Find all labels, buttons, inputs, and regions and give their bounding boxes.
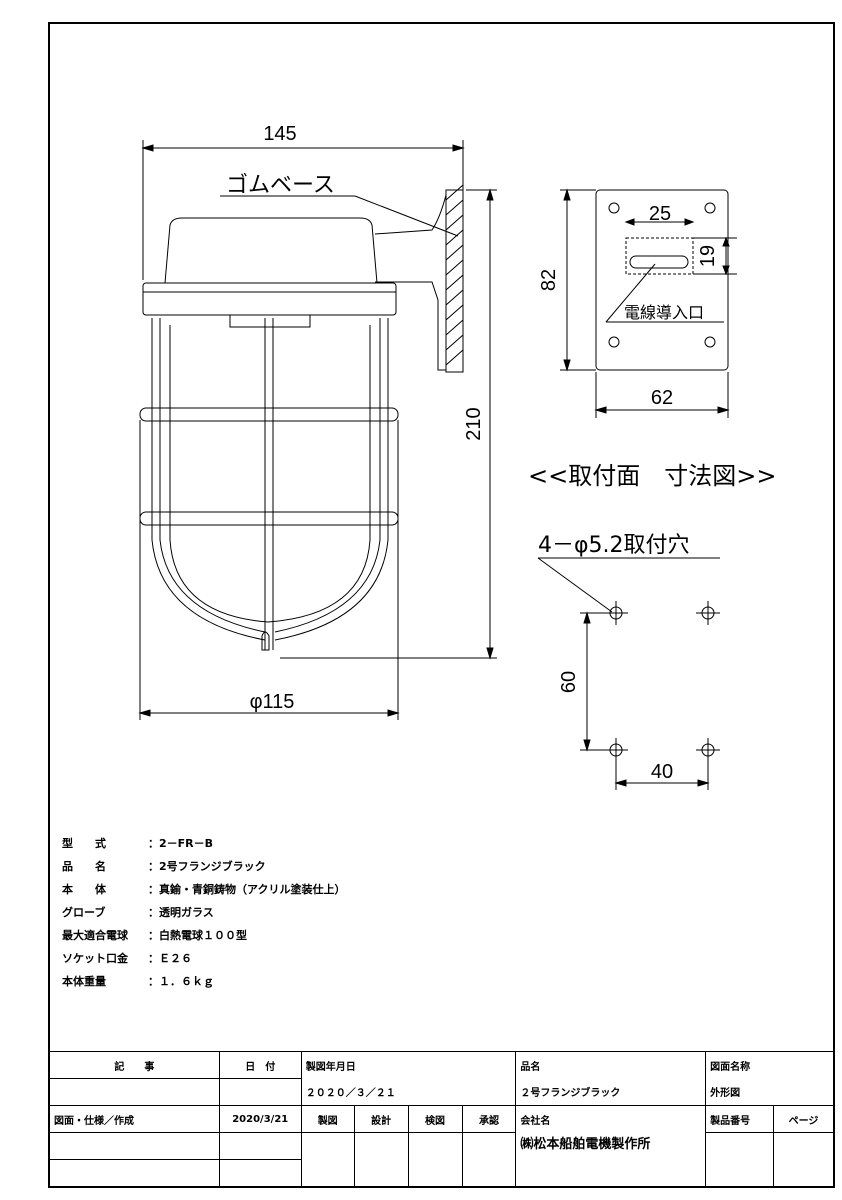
cell-date2: 2020/3/21 <box>218 1105 302 1133</box>
cell-page-label: ページ <box>773 1105 834 1133</box>
cell-kiji: 記 事 <box>49 1051 220 1079</box>
dim-holes-40: 40 <box>651 761 673 783</box>
cell-product-no <box>705 1132 775 1187</box>
cell-hinmei-label: 品名 <box>515 1051 707 1079</box>
spec-row: 最大適合電球 ：白熱電球１００型 <box>62 924 345 947</box>
cell-hinmei: ２号フランジブラック <box>515 1078 707 1106</box>
spec-row: 品 名 ：2号フランジブラック <box>62 855 345 878</box>
cell-shonin-sign <box>461 1132 517 1187</box>
dim-plate-62: 62 <box>651 387 673 409</box>
cell-empty <box>49 1132 220 1160</box>
cell-empty <box>218 1159 302 1187</box>
label-rubber-base: ゴムベース <box>226 173 335 198</box>
spec-list: 型 式 ：2－FR－B 品 名 ：2号フランジブラック 本 体 ：真鍮・青銅鋳物（アク… <box>62 832 345 993</box>
spec-value: ：白熱電球１００型 <box>148 929 247 942</box>
spec-key: 最大適合電球 <box>62 929 128 942</box>
cell-zumen-meisho: 外形図 <box>705 1078 834 1106</box>
spec-value: ：2－FR－B <box>148 837 214 850</box>
spec-value: ：2号フランジブラック <box>148 860 266 873</box>
cell-kenzu-sign <box>407 1132 463 1187</box>
cell-sekkei: 設計 <box>353 1105 409 1133</box>
spec-row: 本 体 ：真鍮・青銅鋳物（アクリル塗装仕上） <box>62 878 345 901</box>
hole-pattern <box>537 557 720 790</box>
spec-value: ：Ｅ２６ <box>148 952 192 965</box>
title-block: 記 事 日 付 製図年月日 品名 図面名称 ２０２０／３／２１ ２号フランジブラ… <box>49 1051 834 1187</box>
spec-value: ：１．６ｋｇ <box>148 975 214 988</box>
cell-sekkei-sign <box>353 1132 409 1187</box>
spec-key: グローブ <box>62 906 106 919</box>
cell-zumen-meisho-label: 図面名称 <box>705 1051 834 1079</box>
cell-hizuke: 日 付 <box>218 1051 302 1079</box>
cell-empty <box>218 1078 302 1106</box>
cell-product-no-label: 製品番号 <box>705 1105 775 1133</box>
mount-title: <<取付面 寸法図>> <box>528 462 776 490</box>
cell-made-date-label: 製図年月日 <box>300 1051 517 1079</box>
technical-drawing: 145 210 φ115 ゴムベース 25 19 82 <box>138 123 776 790</box>
dim-slot-25: 25 <box>649 203 671 225</box>
label-cable-entry: 電線導入口 <box>624 303 704 322</box>
cell-seizu-sign <box>300 1132 355 1187</box>
label-mount-holes: 4－φ5.2取付穴 <box>538 533 690 558</box>
spec-value: ：真鍮・青銅鋳物（アクリル塗装仕上） <box>148 883 346 896</box>
dim-height-210: 210 <box>463 407 485 440</box>
dim-diameter-115: φ115 <box>250 691 295 713</box>
spec-row: グローブ ：透明ガラス <box>62 901 345 924</box>
cell-company-label: 会社名 <box>515 1105 707 1133</box>
cell-empty <box>218 1132 302 1160</box>
spec-key: 本 体 <box>62 883 106 896</box>
dim-holes-60: 60 <box>558 671 580 693</box>
cell-zumen-shiyo: 図面・仕様／作成 <box>49 1105 220 1133</box>
spec-key: ソケット口金 <box>62 952 128 965</box>
spec-key: 品 名 <box>62 860 106 873</box>
dim-plate-82: 82 <box>538 269 560 291</box>
cell-company: ㈱松本船舶電機製作所 <box>515 1132 707 1187</box>
cell-empty <box>49 1078 220 1106</box>
cell-empty <box>49 1159 220 1187</box>
spec-value: ：透明ガラス <box>148 906 214 919</box>
drawing-frame <box>48 22 835 1188</box>
dim-width-145: 145 <box>263 123 296 145</box>
cell-made-date: ２０２０／３／２１ <box>300 1078 517 1106</box>
spec-row: 本体重量 ：１．６ｋｇ <box>62 970 345 993</box>
cell-kenzu: 検図 <box>407 1105 463 1133</box>
dim-slot-19: 19 <box>697 245 719 267</box>
spec-key: 型 式 <box>62 837 106 850</box>
mount-plate-view <box>560 188 737 418</box>
cell-seizu: 製図 <box>300 1105 355 1133</box>
spec-row: 型 式 ：2－FR－B <box>62 832 345 855</box>
cell-page <box>773 1132 834 1187</box>
spec-row: ソケット口金 ：Ｅ２６ <box>62 947 345 970</box>
spec-key: 本体重量 <box>62 975 106 988</box>
cell-shonin: 承認 <box>461 1105 517 1133</box>
lamp-side-view <box>138 140 497 720</box>
